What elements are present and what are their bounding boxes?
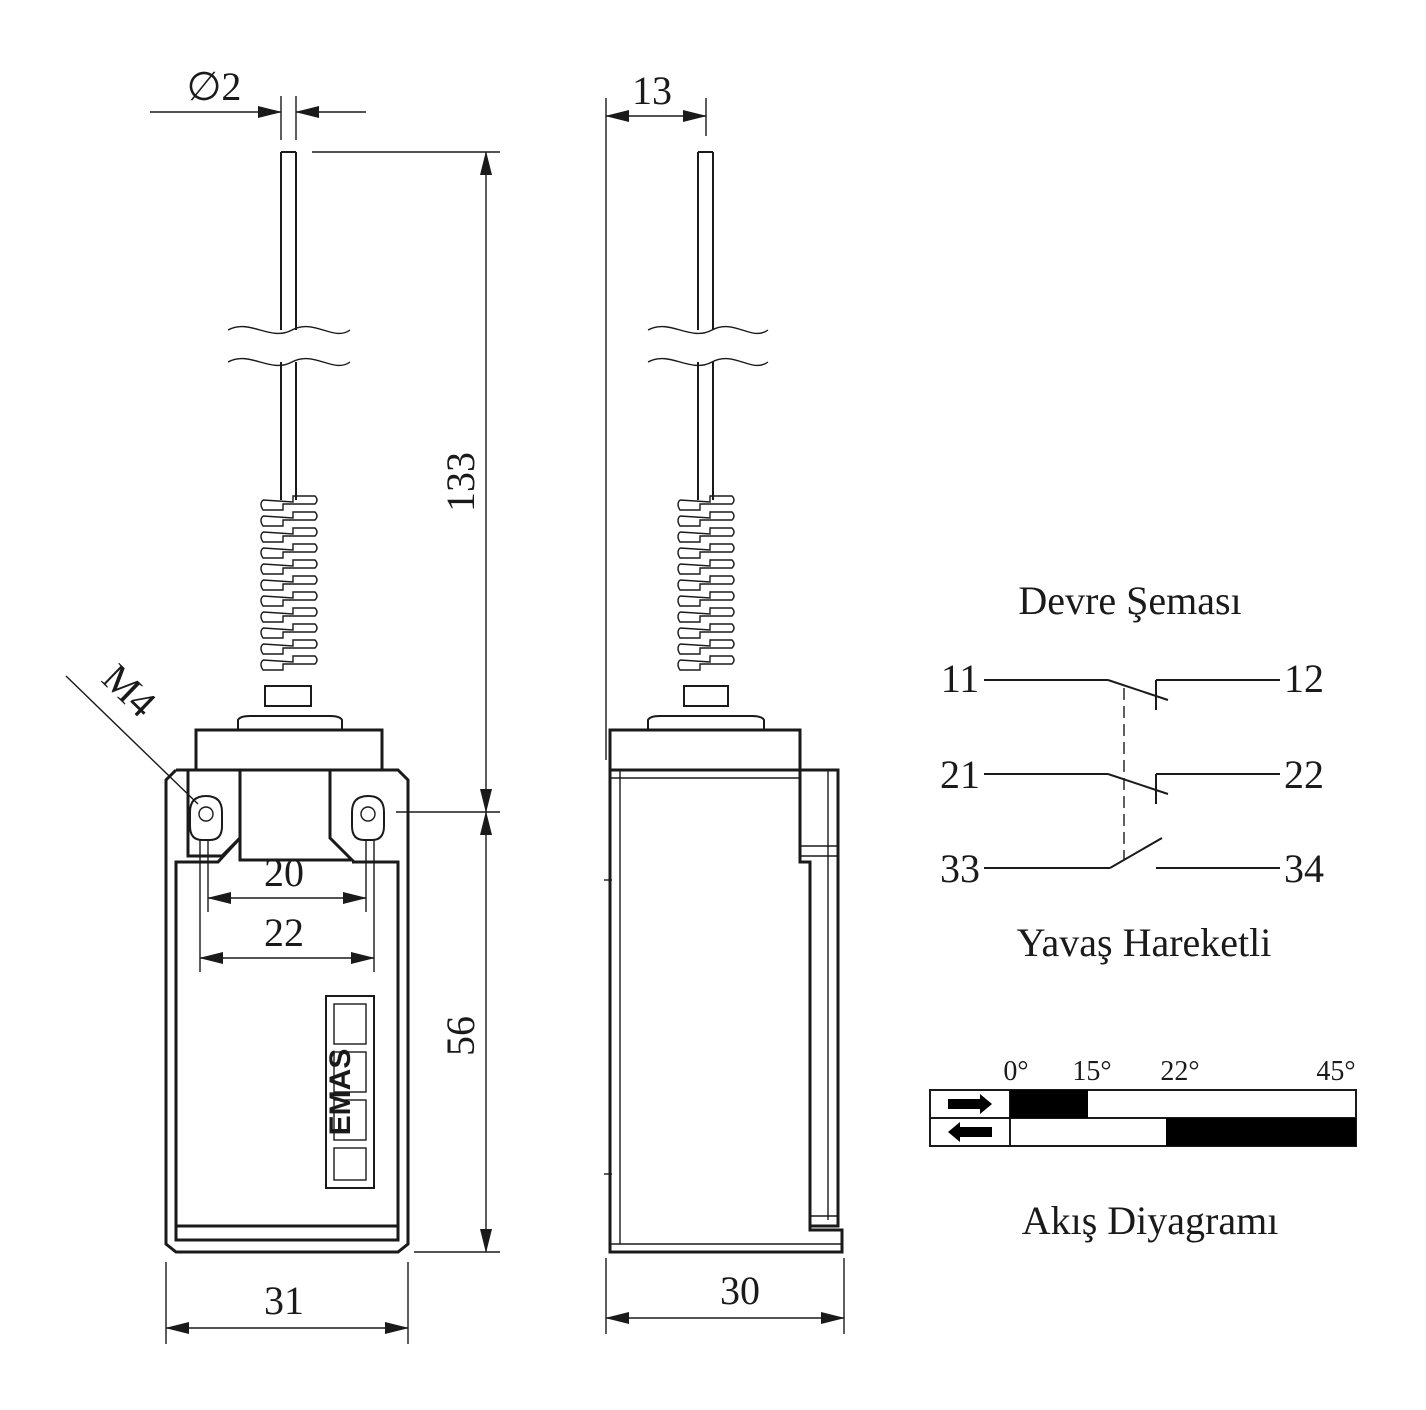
rod-diameter-label: ∅2	[187, 64, 242, 109]
emas-logo: EMAS	[324, 995, 375, 1189]
side-body	[604, 768, 844, 1254]
front-body	[164, 768, 410, 1254]
forward-arrow-icon	[948, 1094, 992, 1114]
spring-coil	[260, 495, 318, 511]
angle-22: 22°	[1160, 1056, 1199, 1087]
side-view: 13 30	[604, 68, 845, 1334]
terminal-12: 12	[1284, 656, 1324, 701]
side-rod	[647, 151, 769, 500]
front-width-label: 31	[264, 1278, 304, 1323]
spring-coil	[260, 559, 318, 575]
screw-label: M4	[94, 655, 165, 726]
return-contact-bar	[1166, 1118, 1356, 1146]
front-dimensions: ∅2 133 56 20 22 M4	[65, 64, 500, 1344]
spring-coil	[677, 527, 735, 543]
circuit-diagram: Devre Şeması 11 12 21 22 33 34 Yavaş Har…	[940, 578, 1324, 965]
terminal-21: 21	[940, 752, 980, 797]
front-spring	[260, 495, 318, 671]
forward-contact-bar	[1010, 1090, 1088, 1118]
return-arrow-icon	[948, 1122, 992, 1142]
spring-coil	[677, 511, 735, 527]
terminal-34: 34	[1284, 846, 1324, 891]
terminal-22: 22	[1284, 752, 1324, 797]
spring-coil	[677, 639, 735, 655]
logo-text: EMAS	[324, 1049, 357, 1136]
side-stem	[608, 685, 802, 772]
terminal-11: 11	[941, 656, 980, 701]
spring-coil	[260, 623, 318, 639]
spring-coil	[677, 623, 735, 639]
spring-coil	[260, 639, 318, 655]
spring-coil	[260, 575, 318, 591]
side-spring	[677, 495, 735, 671]
front-rod	[227, 151, 351, 500]
spring-coil	[260, 591, 318, 607]
angle-0: 0°	[1003, 1056, 1028, 1087]
spring-coil	[677, 607, 735, 623]
mount-inner-label: 20	[264, 850, 304, 895]
terminal-33: 33	[940, 846, 980, 891]
circuit-caption: Yavaş Hareketli	[1017, 920, 1272, 965]
flow-title: Akış Diyagramı	[1022, 1198, 1279, 1243]
spring-coil	[677, 575, 735, 591]
flow-diagram: 0° 15° 22° 45° Akış Diyagramı	[929, 1056, 1357, 1243]
circuit-title: Devre Şeması	[1018, 578, 1241, 623]
spring-coil	[260, 543, 318, 559]
spring-coil	[260, 511, 318, 527]
front-view: EMAS ∅2 133 56 20	[65, 64, 500, 1344]
angle-15: 15°	[1072, 1056, 1111, 1087]
front-stem	[194, 685, 384, 772]
mount-outer-label: 22	[264, 910, 304, 955]
spring-coil	[260, 527, 318, 543]
angle-45: 45°	[1316, 1056, 1355, 1087]
spring-coil	[677, 543, 735, 559]
spring-coil	[260, 607, 318, 623]
spring-coil	[677, 559, 735, 575]
total-height-label: 133	[438, 452, 483, 512]
spring-coil	[260, 655, 318, 671]
spring-coil	[677, 655, 735, 671]
body-height-label: 56	[438, 1016, 483, 1056]
side-width-label: 30	[720, 1268, 760, 1313]
rod-offset-label: 13	[632, 68, 672, 113]
spring-coil	[677, 495, 735, 511]
side-dimensions: 13 30	[605, 68, 845, 1334]
spring-coil	[677, 591, 735, 607]
